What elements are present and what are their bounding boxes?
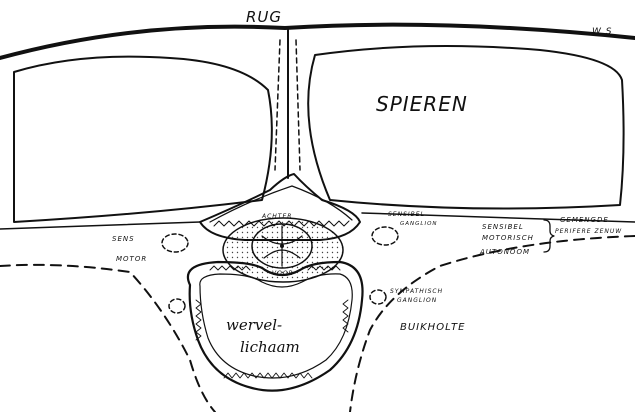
sensibel-motorisch-label-1: SENSIBEL [482, 223, 524, 231]
central-canal [280, 244, 284, 248]
achter-label: ACHTER [261, 213, 292, 220]
back-skin-outline [0, 25, 635, 58]
sympathisch-label-1: SYMPATHISCH [390, 288, 443, 295]
peritoneum-dashed-line-right [350, 236, 635, 412]
peritoneum-dashed-line [0, 265, 215, 412]
sensibel-motorisch-label-2: MOTORISCH [482, 234, 534, 242]
wervel-label-2: lichaam [240, 338, 300, 356]
motor-label: MOTOR [116, 255, 147, 263]
gemengde-label-1: GEMENGDE [560, 216, 609, 224]
gemengde-label-2: PERIFERE ZENUW [555, 228, 622, 235]
buikholte-label: BUIKHOLTE [400, 322, 465, 333]
voor-label: VOOR [272, 270, 294, 277]
brace [544, 220, 554, 252]
sensibel-ganglion-label-1: SENSIBEL [388, 211, 425, 218]
right-muscle-mass [308, 46, 623, 209]
sympathetic-ganglion-left [169, 299, 185, 313]
sensory-ganglion-right [372, 227, 398, 245]
left-muscle-mass [14, 57, 272, 222]
sens-label: SENS [112, 235, 135, 243]
rug-label: RUG [246, 8, 282, 26]
midline-septum-dashed-right [296, 40, 300, 170]
wervel-label-1: wervel- [226, 316, 282, 334]
fascia-line-left [0, 222, 200, 229]
autonoom-label: AUTONOOM [479, 248, 530, 256]
sensory-ganglion-left [162, 234, 188, 252]
sympathetic-ganglion-right [370, 290, 386, 304]
midline-septum-dashed [275, 40, 280, 170]
sensibel-ganglion-label-2: GANGLION [400, 221, 438, 227]
spieren-label: SPIEREN [376, 92, 468, 116]
ws-label: W S [592, 27, 612, 37]
sympathisch-label-2: GANGLION [397, 297, 437, 304]
